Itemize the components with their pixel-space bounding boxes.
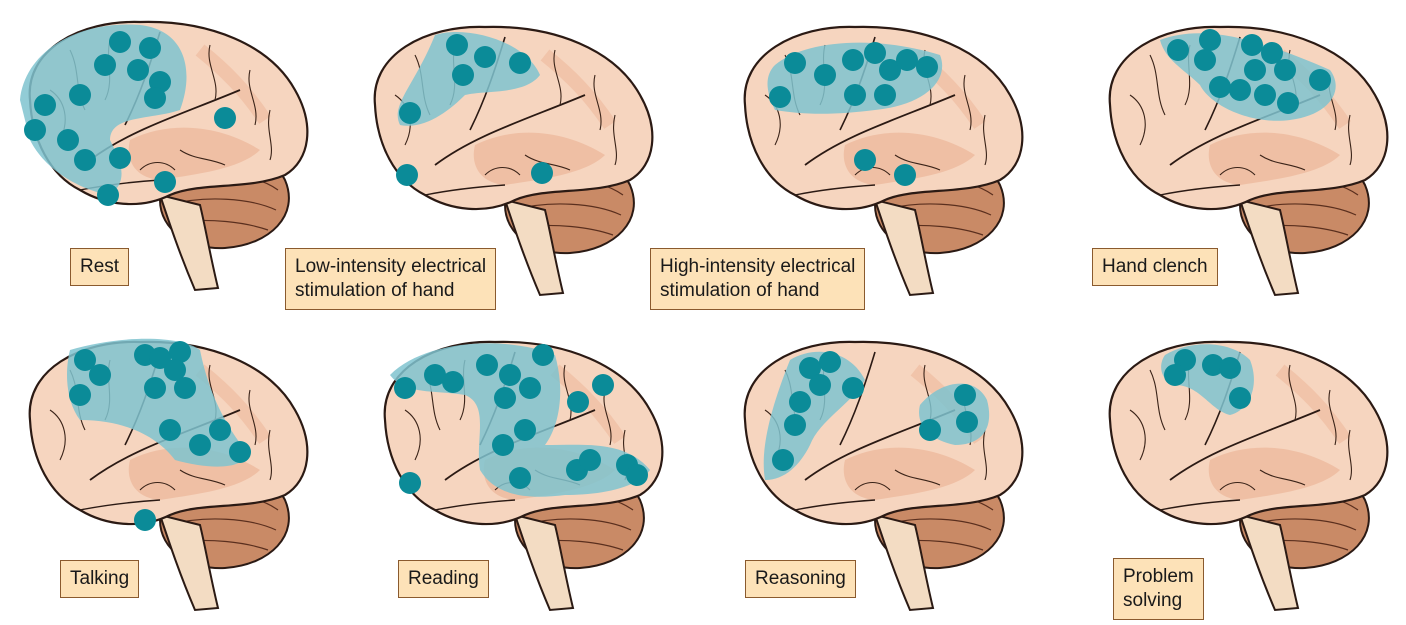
label-high-stim: High-intensity electrical stimulation of…: [650, 248, 866, 310]
label-talking: Talking: [60, 560, 140, 598]
label-reasoning: Reasoning: [745, 560, 856, 598]
brain-panel-reasoning: [745, 342, 1023, 610]
label-hand-clench: Hand clench: [1092, 248, 1218, 286]
brain-panel-problem-solving: [1110, 342, 1388, 610]
activity-spots: [394, 344, 648, 494]
activity-spots: [69, 341, 251, 531]
activity-spots: [769, 42, 938, 186]
label-low-stim: Low-intensity electrical stimulation of …: [285, 248, 497, 310]
activity-spots: [1164, 349, 1251, 409]
brain-panel-hand-clench: [1110, 27, 1388, 295]
brain-panel-reading: [385, 342, 663, 610]
activity-spots: [396, 34, 553, 186]
activity-spots: [24, 31, 236, 206]
brain-panel-low-stim: [375, 27, 653, 295]
label-reading: Reading: [398, 560, 489, 598]
activity-spots: [1167, 29, 1331, 114]
brain-panel-rest: [20, 22, 307, 290]
label-problem-solving: Problem solving: [1113, 558, 1204, 620]
label-rest: Rest: [70, 248, 130, 286]
brain-panel-high-stim: [745, 27, 1023, 295]
activity-spots: [772, 351, 978, 471]
brain-panel-talking: [30, 339, 308, 610]
